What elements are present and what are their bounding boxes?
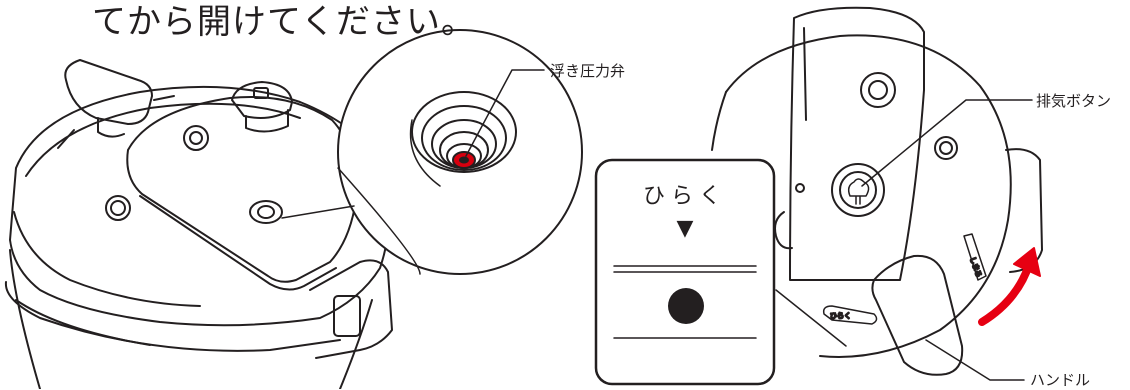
instruction-heading: てから開けてください。 bbox=[92, 2, 476, 42]
rotation-arrowhead bbox=[1013, 247, 1041, 277]
handle-label: ハンドル bbox=[1030, 371, 1091, 389]
left-side-handle-slot bbox=[333, 295, 361, 337]
right-lid-outline bbox=[725, 34, 1012, 358]
left-regulator-mark bbox=[253, 87, 269, 99]
right-small-dot bbox=[795, 183, 805, 193]
left-regulator bbox=[231, 81, 293, 119]
valve-ring-1 bbox=[411, 91, 517, 173]
handle-callout-line bbox=[925, 339, 1025, 381]
zoom-cover-edge bbox=[337, 167, 421, 275]
right-small-knob bbox=[934, 136, 958, 160]
valve-side-shadow bbox=[409, 119, 441, 187]
valve-red-core bbox=[459, 156, 469, 164]
left-handle-lever bbox=[64, 59, 153, 125]
left-regulator-stem bbox=[245, 109, 289, 133]
left-float-valve bbox=[249, 200, 283, 224]
right-regulator-inner bbox=[868, 80, 888, 100]
inset-down-arrow: ▼ bbox=[676, 216, 694, 241]
right-cover-plate-ridge bbox=[803, 27, 807, 121]
rotation-arrow bbox=[978, 258, 1034, 326]
open-mark-inset bbox=[594, 158, 847, 386]
zoom-leader-line bbox=[281, 205, 355, 219]
right-cover-plate bbox=[789, 6, 925, 281]
float-valve-zoom bbox=[281, 29, 583, 275]
left-lid-outline bbox=[9, 85, 392, 327]
right-left-stem bbox=[774, 211, 793, 250]
left-lid-mark bbox=[57, 129, 75, 149]
close-mark-pill bbox=[963, 233, 987, 281]
inset-leader bbox=[775, 289, 847, 347]
left-lid-skirt bbox=[13, 211, 201, 307]
exhaust-button-symbol bbox=[847, 178, 870, 205]
float-valve-callout-line bbox=[465, 69, 545, 157]
left-side-handle bbox=[309, 259, 393, 359]
left-plate-button-inner bbox=[189, 131, 203, 145]
left-knob-inner bbox=[110, 200, 126, 216]
valve-ring-2 bbox=[421, 105, 507, 171]
inset-open-label: ひらく bbox=[642, 184, 727, 209]
right-lever-handle bbox=[871, 254, 964, 376]
left-float-valve-inner bbox=[257, 205, 275, 219]
left-pot-rim bbox=[4, 281, 341, 352]
right-small-knob-inner bbox=[939, 141, 953, 155]
float-valve-label: 浮き圧力弁 bbox=[550, 62, 626, 80]
right-cooker bbox=[711, 6, 1043, 381]
exhaust-button bbox=[831, 163, 885, 217]
left-top-plate bbox=[126, 95, 358, 283]
open-mark-pill bbox=[822, 305, 878, 325]
right-regulator bbox=[860, 72, 896, 108]
left-lid-mark-2 bbox=[153, 95, 175, 101]
right-lid-left-edge bbox=[711, 91, 727, 151]
left-plate-button bbox=[183, 125, 209, 151]
exhaust-callout-line bbox=[861, 99, 1033, 187]
left-pot-rim-inner bbox=[15, 299, 151, 346]
inset-dot-marker bbox=[668, 288, 704, 324]
exhaust-button-label: 排気ボタン bbox=[1036, 92, 1112, 110]
open-mark-text: ひらく bbox=[830, 312, 851, 320]
left-knob bbox=[105, 195, 131, 221]
left-top-plate-edge bbox=[139, 195, 337, 291]
left-handle-base bbox=[97, 117, 125, 138]
left-pot-body bbox=[9, 249, 373, 389]
exhaust-button-inner bbox=[839, 171, 877, 209]
left-cooker bbox=[4, 59, 393, 389]
right-side-handle bbox=[1005, 148, 1043, 273]
